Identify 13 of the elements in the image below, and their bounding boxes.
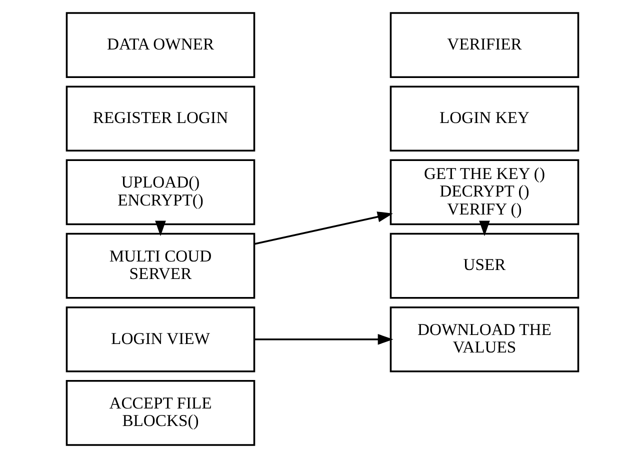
node-box: DOWNLOAD THE VALUES (389, 306, 579, 372)
node-box: USER (389, 232, 579, 299)
arrow (478, 220, 490, 236)
node-box: LOGIN KEY (389, 86, 579, 152)
node-box: VERIFIER (389, 12, 579, 78)
node-box: MULTI COUD SERVER (65, 232, 255, 299)
arrow (254, 334, 393, 345)
arrow (254, 212, 392, 245)
node-box: LOGIN VIEW (65, 306, 255, 372)
node-box: DATA OWNER (65, 12, 255, 78)
node-box: ACCEPT FILE BLOCKS() (65, 380, 255, 446)
arrow (154, 220, 166, 236)
node-box: REGISTER LOGIN (65, 86, 255, 152)
